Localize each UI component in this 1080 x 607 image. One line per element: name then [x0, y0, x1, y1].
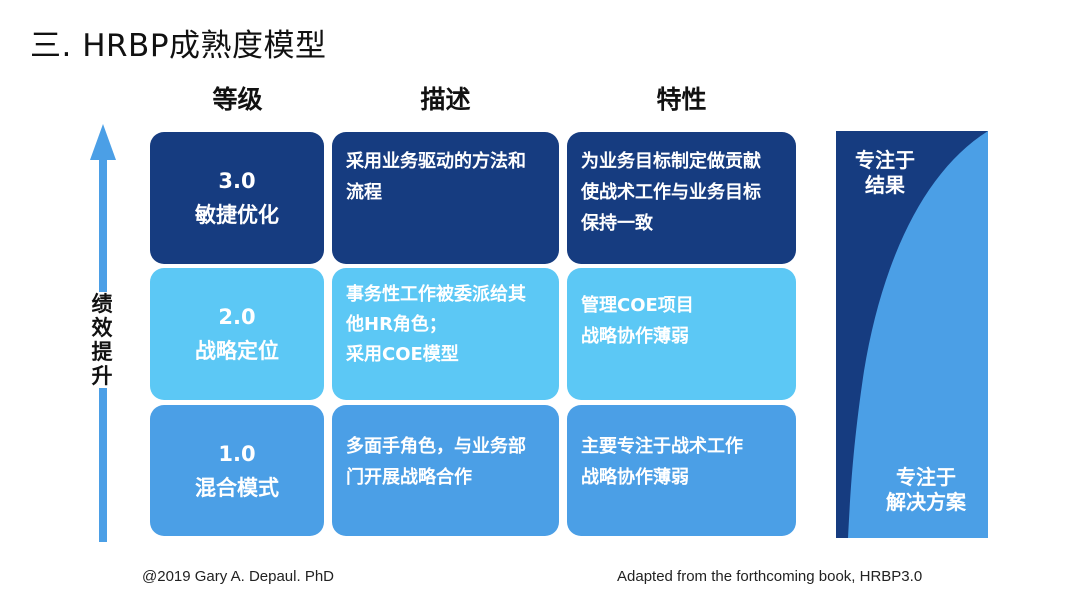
level-name: 敏捷优化 — [195, 203, 279, 227]
description-line: 采用业务驱动的方法和 — [346, 151, 526, 172]
level-number: 3.0 — [218, 169, 256, 193]
arrow-label: 绩 效 提 升 — [88, 292, 116, 388]
description-cell-2: 事务性工作被委派给其 他HR角色； 采用COE模型 — [332, 268, 559, 400]
header-description: 描述 — [420, 85, 471, 114]
curve-bottom-label: 专注于 解决方案 — [876, 465, 976, 515]
page-title: 三. HRBP成熟度模型 — [30, 28, 327, 64]
level-cell-3: 3.0 敏捷优化 — [150, 132, 324, 264]
arrow-label-char: 效 — [91, 316, 113, 340]
characteristics-cell-2: 管理COE项目 战略协作薄弱 — [567, 268, 796, 400]
header-level: 等级 — [212, 85, 263, 114]
level-cell-1: 1.0 混合模式 — [150, 405, 324, 536]
characteristics-cell-3: 为业务目标制定做贡献 使战术工作与业务目标 保持一致 — [567, 132, 796, 264]
level-name: 战略定位 — [195, 339, 279, 363]
arrow-label-char: 绩 — [91, 292, 113, 316]
arrow-label-char: 升 — [91, 364, 113, 388]
curve-top-label-line: 专注于 — [855, 148, 915, 172]
characteristics-cell-1: 主要专注于战术工作 战略协作薄弱 — [567, 405, 796, 536]
level-cell-2: 2.0 战略定位 — [150, 268, 324, 400]
description-cell-3: 采用业务驱动的方法和 流程 — [332, 132, 559, 264]
description-line: 门开展战略合作 — [346, 467, 472, 488]
level-number: 2.0 — [218, 305, 256, 329]
level-name: 混合模式 — [195, 475, 279, 500]
description-line: 多面手角色，与业务部 — [346, 436, 526, 457]
description-line: 流程 — [346, 182, 382, 203]
curve-top-label: 专注于 结果 — [848, 148, 922, 198]
arrow-label-char: 提 — [91, 340, 113, 364]
description-line: 他HR角色； — [346, 314, 447, 335]
curve-bottom-label-line: 专注于 — [896, 465, 956, 489]
level-number: 1.0 — [218, 441, 256, 466]
characteristics-line: 为业务目标制定做贡献 — [581, 151, 761, 172]
characteristics-line: 主要专注于战术工作 — [581, 436, 743, 457]
curve-top-label-line: 结果 — [865, 173, 905, 197]
focus-curve-shape — [836, 131, 988, 538]
footer-copyright: @2019 Gary A. Depaul. PhD — [142, 568, 334, 585]
characteristics-line: 战略协作薄弱 — [581, 467, 689, 488]
focus-curve-panel — [836, 131, 988, 538]
footer-source: Adapted from the forthcoming book, HRBP3… — [617, 568, 923, 585]
description-line: 事务性工作被委派给其 — [346, 284, 526, 305]
characteristics-line: 使战术工作与业务目标 — [581, 182, 761, 203]
description-line: 采用COE模型 — [346, 344, 459, 365]
header-characteristics: 特性 — [656, 85, 707, 114]
characteristics-line: 管理COE项目 — [581, 295, 694, 316]
curve-bottom-label-line: 解决方案 — [886, 490, 966, 514]
characteristics-line: 保持一致 — [581, 213, 653, 234]
characteristics-line: 战略协作薄弱 — [581, 326, 689, 347]
description-cell-1: 多面手角色，与业务部 门开展战略合作 — [332, 405, 559, 536]
